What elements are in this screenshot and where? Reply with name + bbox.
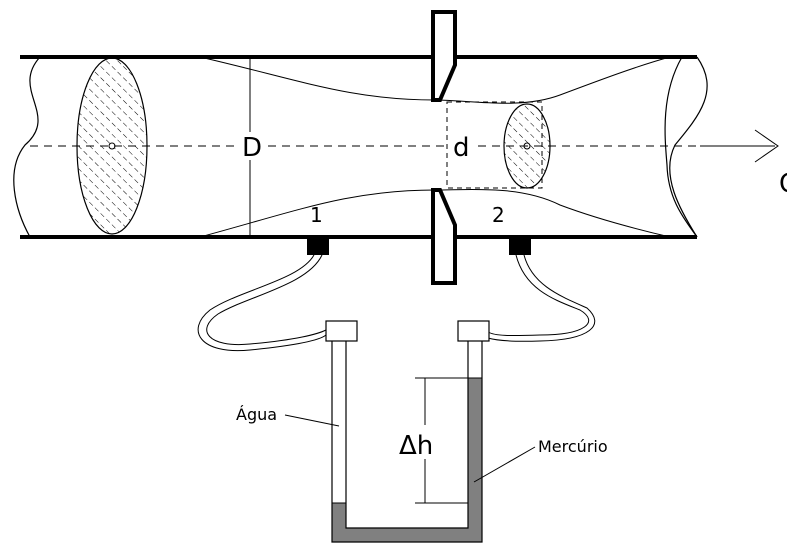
pipe-right-break-2 (664, 56, 698, 238)
orifice-plate-top (431, 10, 457, 102)
label-delta-h: Δh (399, 431, 433, 461)
label-tap-2: 2 (492, 203, 505, 227)
label-mercury: Mercúrio (538, 437, 608, 456)
mercury-leader (473, 446, 536, 483)
arrow-right-icon (700, 129, 779, 163)
label-diameter-pipe: D (242, 133, 262, 163)
orifice-diameter-box (446, 101, 543, 189)
pressure-tap-1 (307, 237, 329, 255)
manometer-cap-right (457, 320, 490, 342)
tubing-right (487, 254, 596, 342)
manometer-cap-left (325, 320, 358, 342)
manometer (325, 320, 490, 543)
label-tap-1: 1 (310, 203, 323, 227)
pipe-left-break (13, 56, 41, 238)
pipe-right-break (669, 56, 708, 238)
tubing-left (197, 254, 327, 352)
water-leader (284, 414, 340, 427)
pipe (13, 55, 708, 239)
label-diameter-orifice: d (453, 133, 470, 163)
streamline-bottom (199, 188, 671, 238)
label-flow: Q (779, 169, 787, 199)
orifice-plate-bottom (431, 188, 457, 285)
manometer-outer-wall (331, 341, 483, 543)
orifice-plate (431, 10, 457, 285)
label-water: Água (236, 405, 277, 424)
pressure-tap-2 (509, 237, 531, 255)
manometer-inner-wall (345, 341, 469, 529)
